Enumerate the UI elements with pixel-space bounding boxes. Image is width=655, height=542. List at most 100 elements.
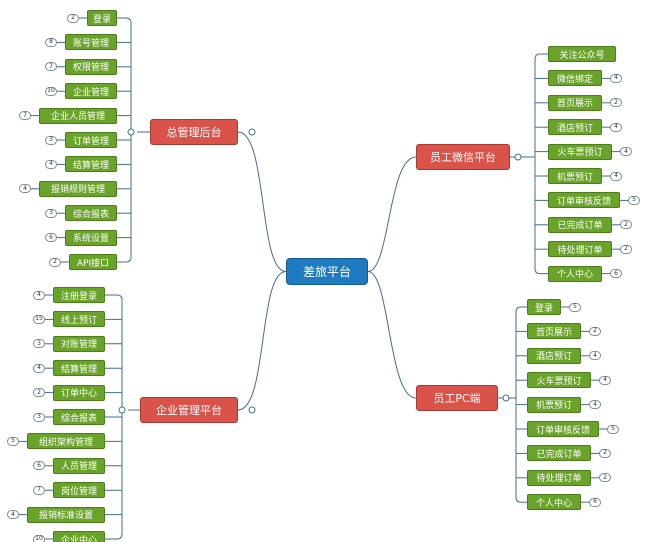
count-badge-pc-8: 6 [589,497,601,507]
leaf-pc-0[interactable]: 登录 [527,299,561,315]
count-badge-enterprise-1: 15 [33,314,45,324]
count-badge-pc-0: 5 [569,302,581,312]
leaf-admin-1[interactable]: 账号管理 [65,34,117,51]
link-leaf-admin-0 [117,17,132,24]
count-badge-enterprise-3: 4 [33,363,45,373]
root-node[interactable]: 差旅平台 [286,258,368,285]
count-badge-admin-1: 8 [45,37,57,47]
count-badge-wechat-8: 2 [620,244,632,254]
link-leaf-pc-8 [515,497,527,503]
leaf-admin-2[interactable]: 权限管理 [65,58,117,75]
collapse-toggle-admin[interactable] [248,128,256,136]
count-badge-wechat-4: 4 [620,147,632,157]
count-badge-enterprise-2: 3 [33,339,45,349]
link-leaf-enterprise-10 [105,533,123,540]
count-badge-wechat-2: 2 [610,98,622,108]
link-root-admin [237,131,287,272]
count-badge-enterprise-5: 3 [33,412,45,422]
leaf-wechat-9[interactable]: 个人中心 [548,265,602,282]
leaf-pc-8[interactable]: 个人中心 [527,494,581,511]
leaf-pc-6[interactable]: 已完成订单 [527,445,591,462]
leaf-wechat-6[interactable]: 订单审核反馈 [548,192,620,209]
link-leaf-pc-0 [515,306,527,313]
count-badge-wechat-9: 6 [610,269,622,279]
count-badge-wechat-5: 4 [610,171,622,181]
collapse-toggle-pc[interactable] [502,394,510,402]
leaf-pc-1[interactable]: 首页展示 [527,323,581,340]
count-badge-admin-2: 7 [45,62,57,72]
link-leaf-wechat-0 [534,53,548,60]
count-badge-enterprise-4: 2 [33,388,45,398]
count-badge-enterprise-0: 4 [33,290,45,300]
count-badge-pc-3: 4 [599,375,611,385]
collapse-toggle-inner-enterprise[interactable] [118,406,126,414]
leaf-enterprise-0[interactable]: 注册登录 [53,287,105,303]
leaf-wechat-0[interactable]: 关注公众号 [548,46,616,62]
count-badge-enterprise-7: 6 [33,461,45,471]
collapse-toggle-inner-admin[interactable] [127,128,135,136]
count-badge-admin-5: 3 [45,135,57,145]
leaf-pc-2[interactable]: 酒店预订 [527,347,581,364]
leaf-admin-10[interactable]: API接口 [69,254,117,270]
leaf-pc-4[interactable]: 机票预订 [527,396,581,413]
link-leaf-wechat-9 [534,268,548,275]
count-badge-pc-6: 2 [599,448,611,458]
leaf-admin-7[interactable]: 报销规则管理 [39,180,117,197]
branch-enterprise[interactable]: 企业管理平台 [140,397,238,423]
leaf-wechat-4[interactable]: 火车票预订 [548,143,612,160]
collapse-toggle-wechat[interactable] [514,153,522,161]
leaf-admin-6[interactable]: 结算管理 [65,156,117,173]
count-badge-wechat-7: 2 [620,220,632,230]
leaf-enterprise-6[interactable]: 组织架构管理 [27,433,105,450]
leaf-wechat-1[interactable]: 微信绑定 [548,70,602,87]
leaf-enterprise-3[interactable]: 结算管理 [53,360,105,377]
leaf-wechat-5[interactable]: 机票预订 [548,168,602,184]
link-leaf-enterprise-0 [105,294,123,301]
link-root-enterprise [237,271,287,411]
count-badge-enterprise-10: 10 [33,534,45,542]
count-badge-pc-2: 4 [589,351,601,361]
count-badge-enterprise-6: 5 [7,436,19,446]
leaf-admin-5[interactable]: 订单管理 [65,132,117,148]
leaf-admin-8[interactable]: 综合报表 [65,205,117,222]
branch-admin[interactable]: 总管理后台 [150,119,238,145]
count-badge-admin-8: 3 [45,208,57,218]
branch-wechat[interactable]: 员工微信平台 [416,144,510,170]
leaf-admin-0[interactable]: 登录 [87,10,117,26]
leaf-pc-7[interactable]: 待处理订单 [527,469,591,486]
leaf-enterprise-7[interactable]: 人员管理 [53,457,105,474]
leaf-wechat-7[interactable]: 已完成订单 [548,216,612,233]
link-leaf-admin-10 [117,256,132,263]
leaf-wechat-2[interactable]: 首页展示 [548,94,602,111]
count-badge-wechat-1: 4 [610,73,622,83]
leaf-enterprise-1[interactable]: 线上预订 [53,311,105,328]
count-badge-enterprise-8: 7 [33,485,45,495]
count-badge-admin-10: 2 [49,257,61,267]
leaf-enterprise-8[interactable]: 岗位管理 [53,482,105,499]
leaf-admin-3[interactable]: 企业管理 [65,83,117,100]
count-badge-enterprise-9: 4 [7,510,19,520]
count-badge-admin-6: 4 [45,159,57,169]
leaf-enterprise-2[interactable]: 对账管理 [53,335,105,352]
count-badge-admin-9: 6 [45,233,57,243]
leaf-enterprise-9[interactable]: 报销标准设置 [27,506,105,523]
leaf-pc-3[interactable]: 火车票预订 [527,372,591,389]
branch-pc[interactable]: 员工PC端 [416,385,498,411]
leaf-enterprise-4[interactable]: 订单中心 [53,384,105,401]
count-badge-wechat-6: 5 [628,195,640,205]
collapse-toggle-enterprise[interactable] [248,406,256,414]
leaf-wechat-3[interactable]: 酒店预订 [548,119,602,136]
count-badge-pc-5: 5 [607,424,619,434]
link-root-pc [367,271,417,399]
leaf-enterprise-10[interactable]: 企业中心 [53,531,105,542]
count-badge-admin-7: 4 [19,184,31,194]
leaf-wechat-8[interactable]: 待处理订单 [548,241,612,258]
leaf-enterprise-5[interactable]: 综合报表 [53,409,105,425]
leaf-admin-4[interactable]: 企业人员管理 [39,107,117,124]
leaf-pc-5[interactable]: 订单审核反馈 [527,421,599,437]
count-badge-pc-1: 2 [589,326,601,336]
leaf-admin-9[interactable]: 系统设置 [65,229,117,246]
count-badge-admin-4: 7 [19,111,31,121]
count-badge-pc-7: 2 [599,473,611,483]
